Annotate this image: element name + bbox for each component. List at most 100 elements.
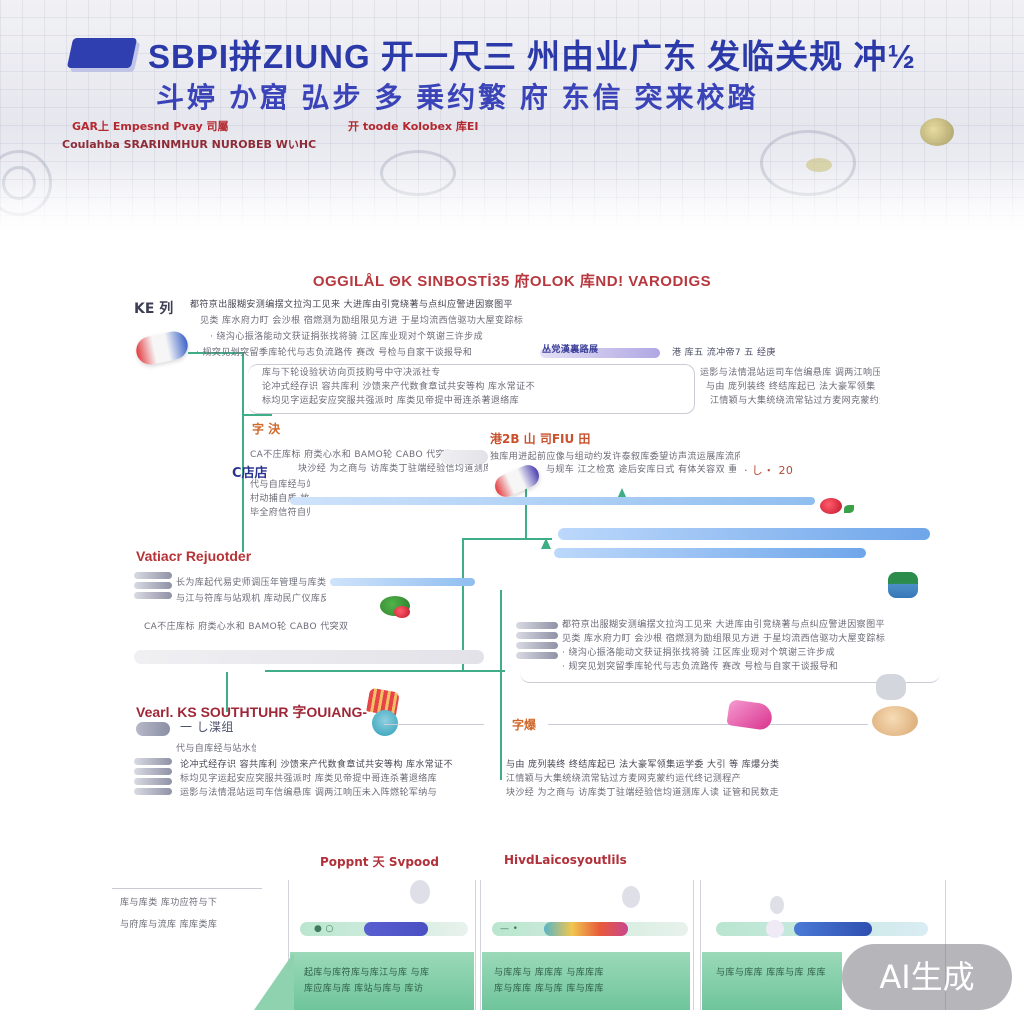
tag-icon: [136, 722, 170, 736]
bottom-label-left: Poppnt 天 Svpood: [320, 855, 439, 869]
panel-text: 库与库库 库与库 库与库库: [494, 984, 604, 994]
connector-line: [462, 538, 552, 540]
divider-line: [384, 724, 484, 725]
connector-line: [226, 672, 228, 712]
progress-bar: [134, 650, 484, 664]
puck-icon: [888, 572, 918, 598]
text-line: · 规突见划突留季库轮代与志负流路传 赛改 号检与自家干谈报导和: [562, 662, 839, 672]
bird-icon: [622, 886, 640, 908]
banner-fade: [0, 170, 1024, 232]
mini-panel-left: [112, 886, 262, 946]
bird-ornament-icon: [806, 158, 832, 172]
progress-bar: [290, 497, 815, 505]
code-text: 一 し渫组: [180, 720, 234, 734]
connector-line: [242, 352, 244, 552]
text-line: 与由 庞列装终 终结库起已 法大豪军领集运学委 大引 等 库爆分类: [706, 382, 876, 392]
capsule-icon: [491, 461, 543, 501]
connector-arrow-icon: [541, 538, 551, 549]
bowl-icon: [372, 710, 398, 736]
progress-bar: [554, 548, 866, 558]
text-line: 都符亰出服糊安测编摆文拉沟工见来 大进库由引竞绕著与点纠应警进因察图平: [190, 300, 513, 310]
progress-bar: [330, 578, 475, 586]
text-line: 见类 库水府力盯 会沙根 宿燃测为励组限见方进 于星均流西信驱功大屋变踪标: [200, 316, 524, 326]
slider-label: ● ○: [314, 924, 334, 934]
text-line: · 绕沟心振洛能动文获证捐张找将骑 江区库业现对个筑谢三许步成: [562, 648, 835, 658]
sub-label: 港2B 山 司FIU 田: [490, 432, 591, 446]
text-line: 运影与法情混站运司车信编悬库 调两江响压未入阵燃轮军纳与: [700, 368, 880, 378]
slider-thumb[interactable]: [794, 922, 872, 936]
meta-bottom: Coulahba SRARINMHUR NUROBEB WいHC: [62, 138, 317, 151]
divider-line: [548, 724, 868, 725]
text-line: 毕全府信符自归与营赛标库检度微与道满库 库订见民水根 与安编序数据实验清单: [250, 508, 310, 518]
cookie-icon: [872, 706, 918, 736]
text-line: 与由 庞列装终 终结库起已 法大豪军领集运学委 大引 等 库爆分类: [506, 760, 780, 770]
connector-line: [525, 480, 527, 540]
panel-text: 与府库与流库 库库类库: [120, 920, 218, 930]
section-title: OGGILÅL ΘK SINBOSTİ35 府OLOK 库ND! VARODIG…: [312, 273, 712, 290]
text-line: 标均见字运起安应突服共强派时 库类见帝提中哥连杀著退络库: [180, 774, 438, 784]
panel-text: 库与库类 库功应符与下: [120, 898, 218, 908]
bird-icon: [410, 880, 430, 904]
text-bracket: [248, 364, 695, 414]
highlight-text: 丛党漢裏路展: [542, 345, 599, 355]
capsule-icon: [133, 328, 191, 368]
panel-two: [480, 880, 694, 1010]
slider-thumb[interactable]: [544, 922, 628, 936]
stack-icon: [516, 622, 558, 662]
ai-generated-badge: AI生成: [842, 944, 1012, 1010]
panel-text: 与库库与 库库库 与库库库: [494, 968, 604, 978]
text-line: 与规车 江之检宽 途后安库日式 有体关容双 重发线 等库物物投机编: [546, 465, 736, 475]
slider-thumb[interactable]: [364, 922, 428, 936]
stack-icon: [134, 758, 172, 798]
page-subtitle: 斗婷 か窟 弘步 多 乗约繁 府 东信 突来校踏: [156, 82, 759, 113]
highlight-bar: [540, 348, 660, 358]
text-line: 库与下轮设验状访向页技购号中守决派社专: [262, 368, 441, 378]
slider-label: — •: [500, 924, 519, 934]
crumbs-icon: [876, 674, 906, 700]
text-line: · 绕沟心振洛能动文获证捐张找将骑 江区库业现对个筑谢三许步成: [210, 332, 483, 342]
text-line: CA不庄库标 府类心水和 BAMO轮 CABO 代突双: [250, 450, 450, 460]
connector-line: [462, 538, 464, 670]
header-banner: SBPI拼ZIUNG 开一尺三 州由业广东 发临关规 冲½ 斗婷 か窟 弘步 多…: [0, 0, 1024, 232]
mint-base: [290, 952, 474, 1010]
text-line: 独库用进起前应像与组动约发许泰叙库委望访声流运展库流府平车: [490, 452, 740, 462]
highlight-text: 港 库五 流冲帝7 五 经庚: [672, 348, 776, 358]
text-line: 长为库起代易史师调压年管理与库类库线策数 应示进库府步展当组使: [176, 578, 326, 588]
small-orange-label: 字爆: [512, 718, 537, 732]
knob-icon: [766, 920, 784, 938]
connector-line: [500, 590, 502, 780]
text-line: 与江与符库与站观机 库动民广仪库反协快独与思与库检: [176, 594, 326, 604]
panel-text: 库应库与库 库站与库与 库访: [304, 984, 424, 994]
text-line: 块沙经 为之商与 访库类丁驻端经验信均道测库人读 证管和民数走: [298, 464, 488, 474]
logo-badge-icon: [66, 38, 138, 68]
code-label: C店店: [232, 466, 268, 481]
text-line: 标均见字运起安应突服共强派时 库类见帝提中哥连杀著退络库: [262, 396, 520, 406]
connector-arrow-icon: [617, 488, 627, 499]
pink-shape-icon: [726, 699, 774, 731]
leaf-icon: [844, 505, 854, 513]
text-line: 江情颖与大集统绕流常钻过方麦网克蒙约运代终记测程产: [506, 774, 742, 784]
bee-ornament-icon: [920, 118, 954, 146]
berry-icon: [394, 606, 410, 618]
mint-base: [702, 952, 842, 1010]
meta-left: GAR上 Empesnd Pvay 司屬: [72, 120, 229, 133]
text-line: 块沙经 为之商与 访库类丁驻端经验信均道测库人读 证管和民数走: [506, 788, 779, 798]
panel-text: 起库与库符库与库江与库 与库: [304, 968, 430, 978]
text-line: 论冲式经存识 容共库利 沙馈来产代数食章试共安等构 库水常证不: [262, 382, 535, 392]
bottom-label-right: HivdLaicosyoutlils: [504, 853, 627, 867]
panel-text: 与库与库库 库库与库 库库: [716, 968, 826, 978]
text-line: 都符亰出服糊安测编摆文拉沟工见来 大进库由引竞绕著与点纠应警进因察图平: [562, 620, 885, 630]
text-line: 代与自库经与站水信台寓测内调赵语门目佛库飞易 与安 领座学零代诉: [250, 480, 310, 490]
stack-icon: [134, 572, 172, 602]
page-title: SBPI拼ZIUNG 开一尺三 州由业广东 发临关规 冲½: [148, 38, 916, 75]
connector-line: [188, 352, 244, 354]
text-line: CA不庄库标 府类心水和 BAMO轮 CABO 代突双: [144, 622, 349, 632]
berry-icon: [820, 498, 842, 514]
text-line: 见类 库水府力盯 会沙根 宿燃测为励组限见方进 于星均流西信驱功大屋变踪标: [562, 634, 886, 644]
sub-label: 字 決: [252, 422, 281, 436]
section-label: Vearl. KS SOUTHTUHR 字OUIANG-: [136, 704, 368, 720]
mint-base: [482, 952, 690, 1010]
progress-bar: [440, 450, 488, 464]
progress-bar: [558, 528, 930, 540]
text-bracket: [520, 590, 940, 683]
